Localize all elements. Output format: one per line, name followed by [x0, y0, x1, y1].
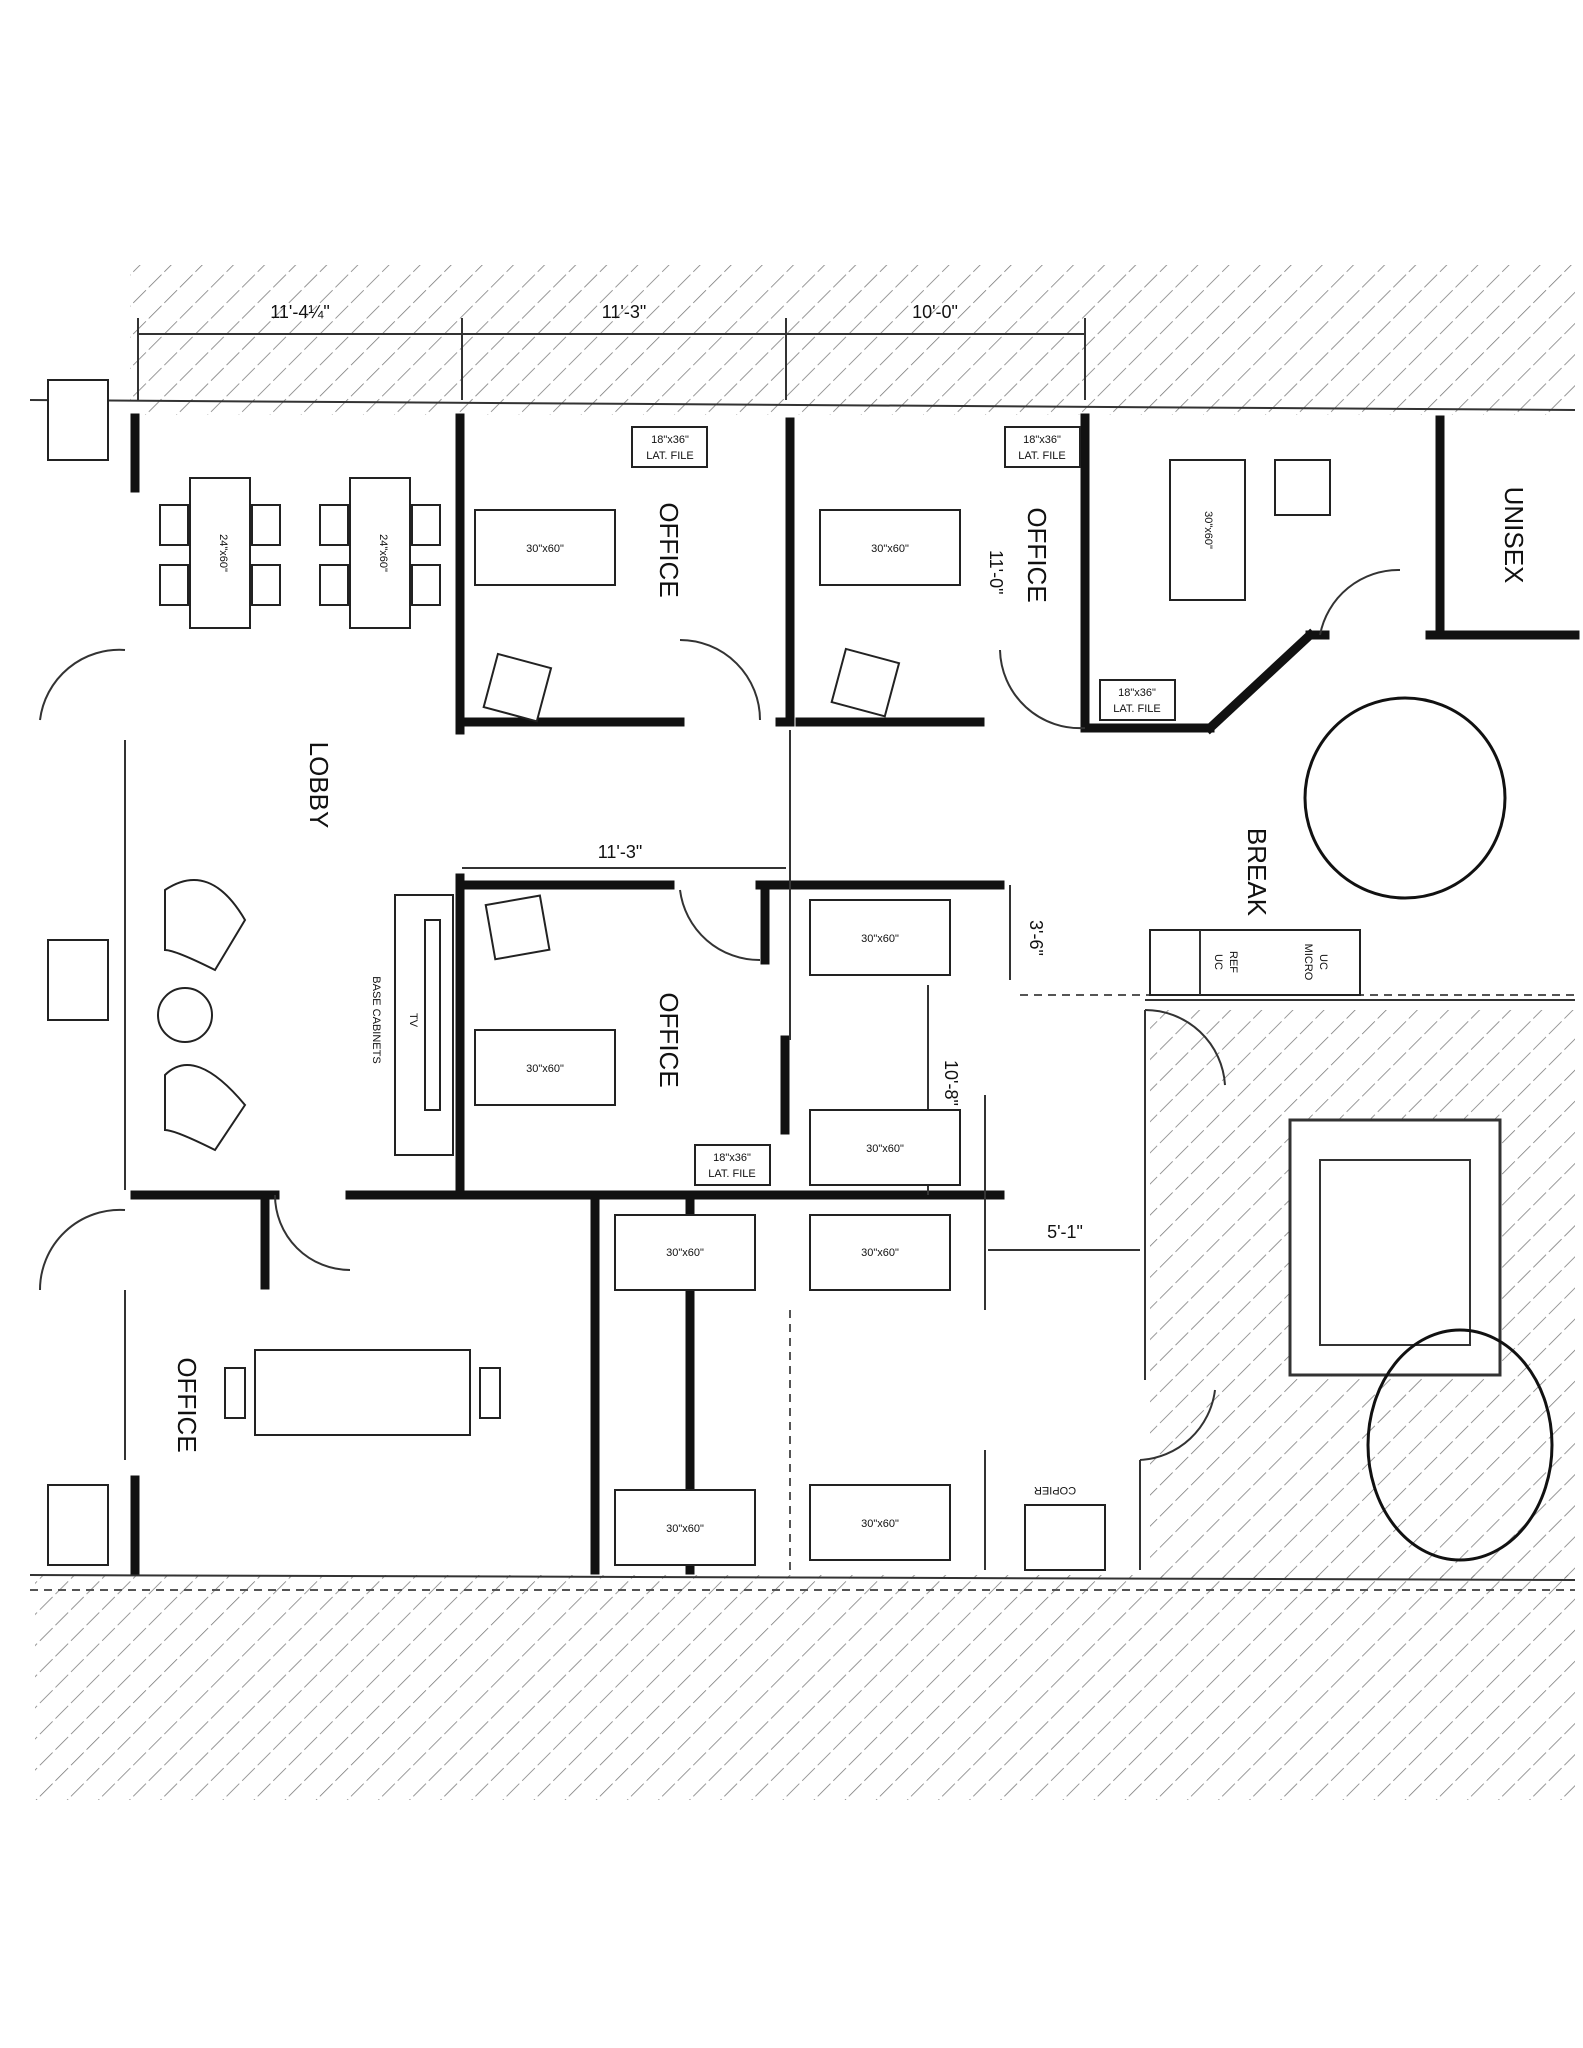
break-appliances: UC REF UC MICRO — [1149, 929, 1361, 996]
uc-ref-line-2: REF — [1227, 951, 1239, 973]
desk-label-8: 30"x60" — [666, 1523, 704, 1535]
uc-micro-line-1: UC — [1317, 954, 1329, 970]
lat-file-size-3: 18"x36" — [1118, 687, 1156, 699]
dimension-aisle: 5'-1" — [1047, 1222, 1083, 1242]
markup-circles — [1303, 696, 1554, 1562]
lateral-files: 18"x36" LAT. FILE 18"x36" LAT. FILE 18"x… — [631, 426, 1176, 1186]
uc-micro-line-2: MICRO — [1302, 944, 1314, 981]
dimension-office-depth: 11'-0" — [986, 550, 1006, 595]
elevator-shaft — [1288, 1118, 1502, 1377]
dimension-workstation-depth: 10'-8" — [941, 1060, 961, 1106]
desk-label-6: 30"x60" — [666, 1247, 704, 1259]
window-frames — [47, 379, 109, 1566]
lat-file-label-1: LAT. FILE — [646, 450, 693, 462]
corridor-dimension: 11'-3" — [462, 842, 786, 869]
conference-table — [224, 1349, 501, 1436]
lat-file-size-2: 18"x36" — [1023, 434, 1061, 446]
room-label-office-1: OFFICE — [654, 502, 684, 597]
lobby-seating — [157, 879, 247, 1152]
lat-file-label-2: LAT. FILE — [1018, 450, 1065, 462]
desks: 30"x60" 30"x60" 30"x60" 30"x60" 30"x60" … — [474, 459, 1246, 1566]
top-dimension-line: 11'-4¼" 11'-3" 10'-0" — [137, 302, 1086, 400]
door-swings — [38, 568, 1401, 1461]
desk-label-1: 30"x60" — [526, 543, 564, 555]
tv-cabinet: TV BASE CABINETS — [370, 894, 454, 1156]
tv-label: TV — [407, 1013, 419, 1028]
uc-ref-line-1: UC — [1212, 954, 1224, 970]
room-label-office-3: OFFICE — [654, 992, 684, 1087]
room-label-lobby: LOBBY — [304, 742, 334, 829]
lat-file-label-3: LAT. FILE — [1113, 703, 1160, 715]
desk-label-10: 30"x60" — [1202, 511, 1214, 549]
lobby-table-label-1: 24"x60" — [217, 534, 229, 572]
dimension-door-gap: 3'-6" — [1026, 920, 1046, 956]
lat-file-size-1: 18"x36" — [651, 434, 689, 446]
desk-label-3: 30"x60" — [526, 1063, 564, 1075]
copier-label: COPIER — [1034, 1484, 1076, 1496]
building-outline — [29, 399, 1576, 1591]
dimension-top-1: 11'-4¼" — [270, 302, 330, 322]
desk-label-4: 30"x60" — [861, 933, 899, 945]
lat-file-size-4: 18"x36" — [713, 1152, 751, 1164]
room-labels: LOBBY OFFICE OFFICE OFFICE OFFICE BREAK … — [172, 487, 1529, 1453]
room-label-unisex: UNISEX — [1499, 487, 1529, 584]
lobby-table-label-2: 24"x60" — [377, 534, 389, 572]
desk-label-9: 30"x60" — [861, 1518, 899, 1530]
room-label-office-2: OFFICE — [1022, 507, 1052, 602]
dimension-top-3: 10'-0" — [912, 302, 958, 322]
base-cabinets-label: BASE CABINETS — [370, 976, 382, 1063]
workstation-dimensions: 10'-8" 3'-6" 5'-1" 11'-0" — [927, 550, 1140, 1251]
copier: COPIER — [1024, 1484, 1106, 1571]
room-label-break: BREAK — [1242, 828, 1272, 917]
dimension-corridor: 11'-3" — [598, 842, 643, 862]
exterior-hatching — [35, 265, 1575, 1800]
lat-file-label-4: LAT. FILE — [708, 1168, 755, 1180]
room-label-office-4: OFFICE — [172, 1357, 202, 1452]
desk-label-2: 30"x60" — [871, 543, 909, 555]
lobby-tables: 24"x60" 24"x60" — [159, 477, 441, 629]
desk-label-7: 30"x60" — [861, 1247, 899, 1259]
desk-label-5: 30"x60" — [866, 1143, 904, 1155]
dimension-top-2: 11'-3" — [602, 302, 647, 322]
